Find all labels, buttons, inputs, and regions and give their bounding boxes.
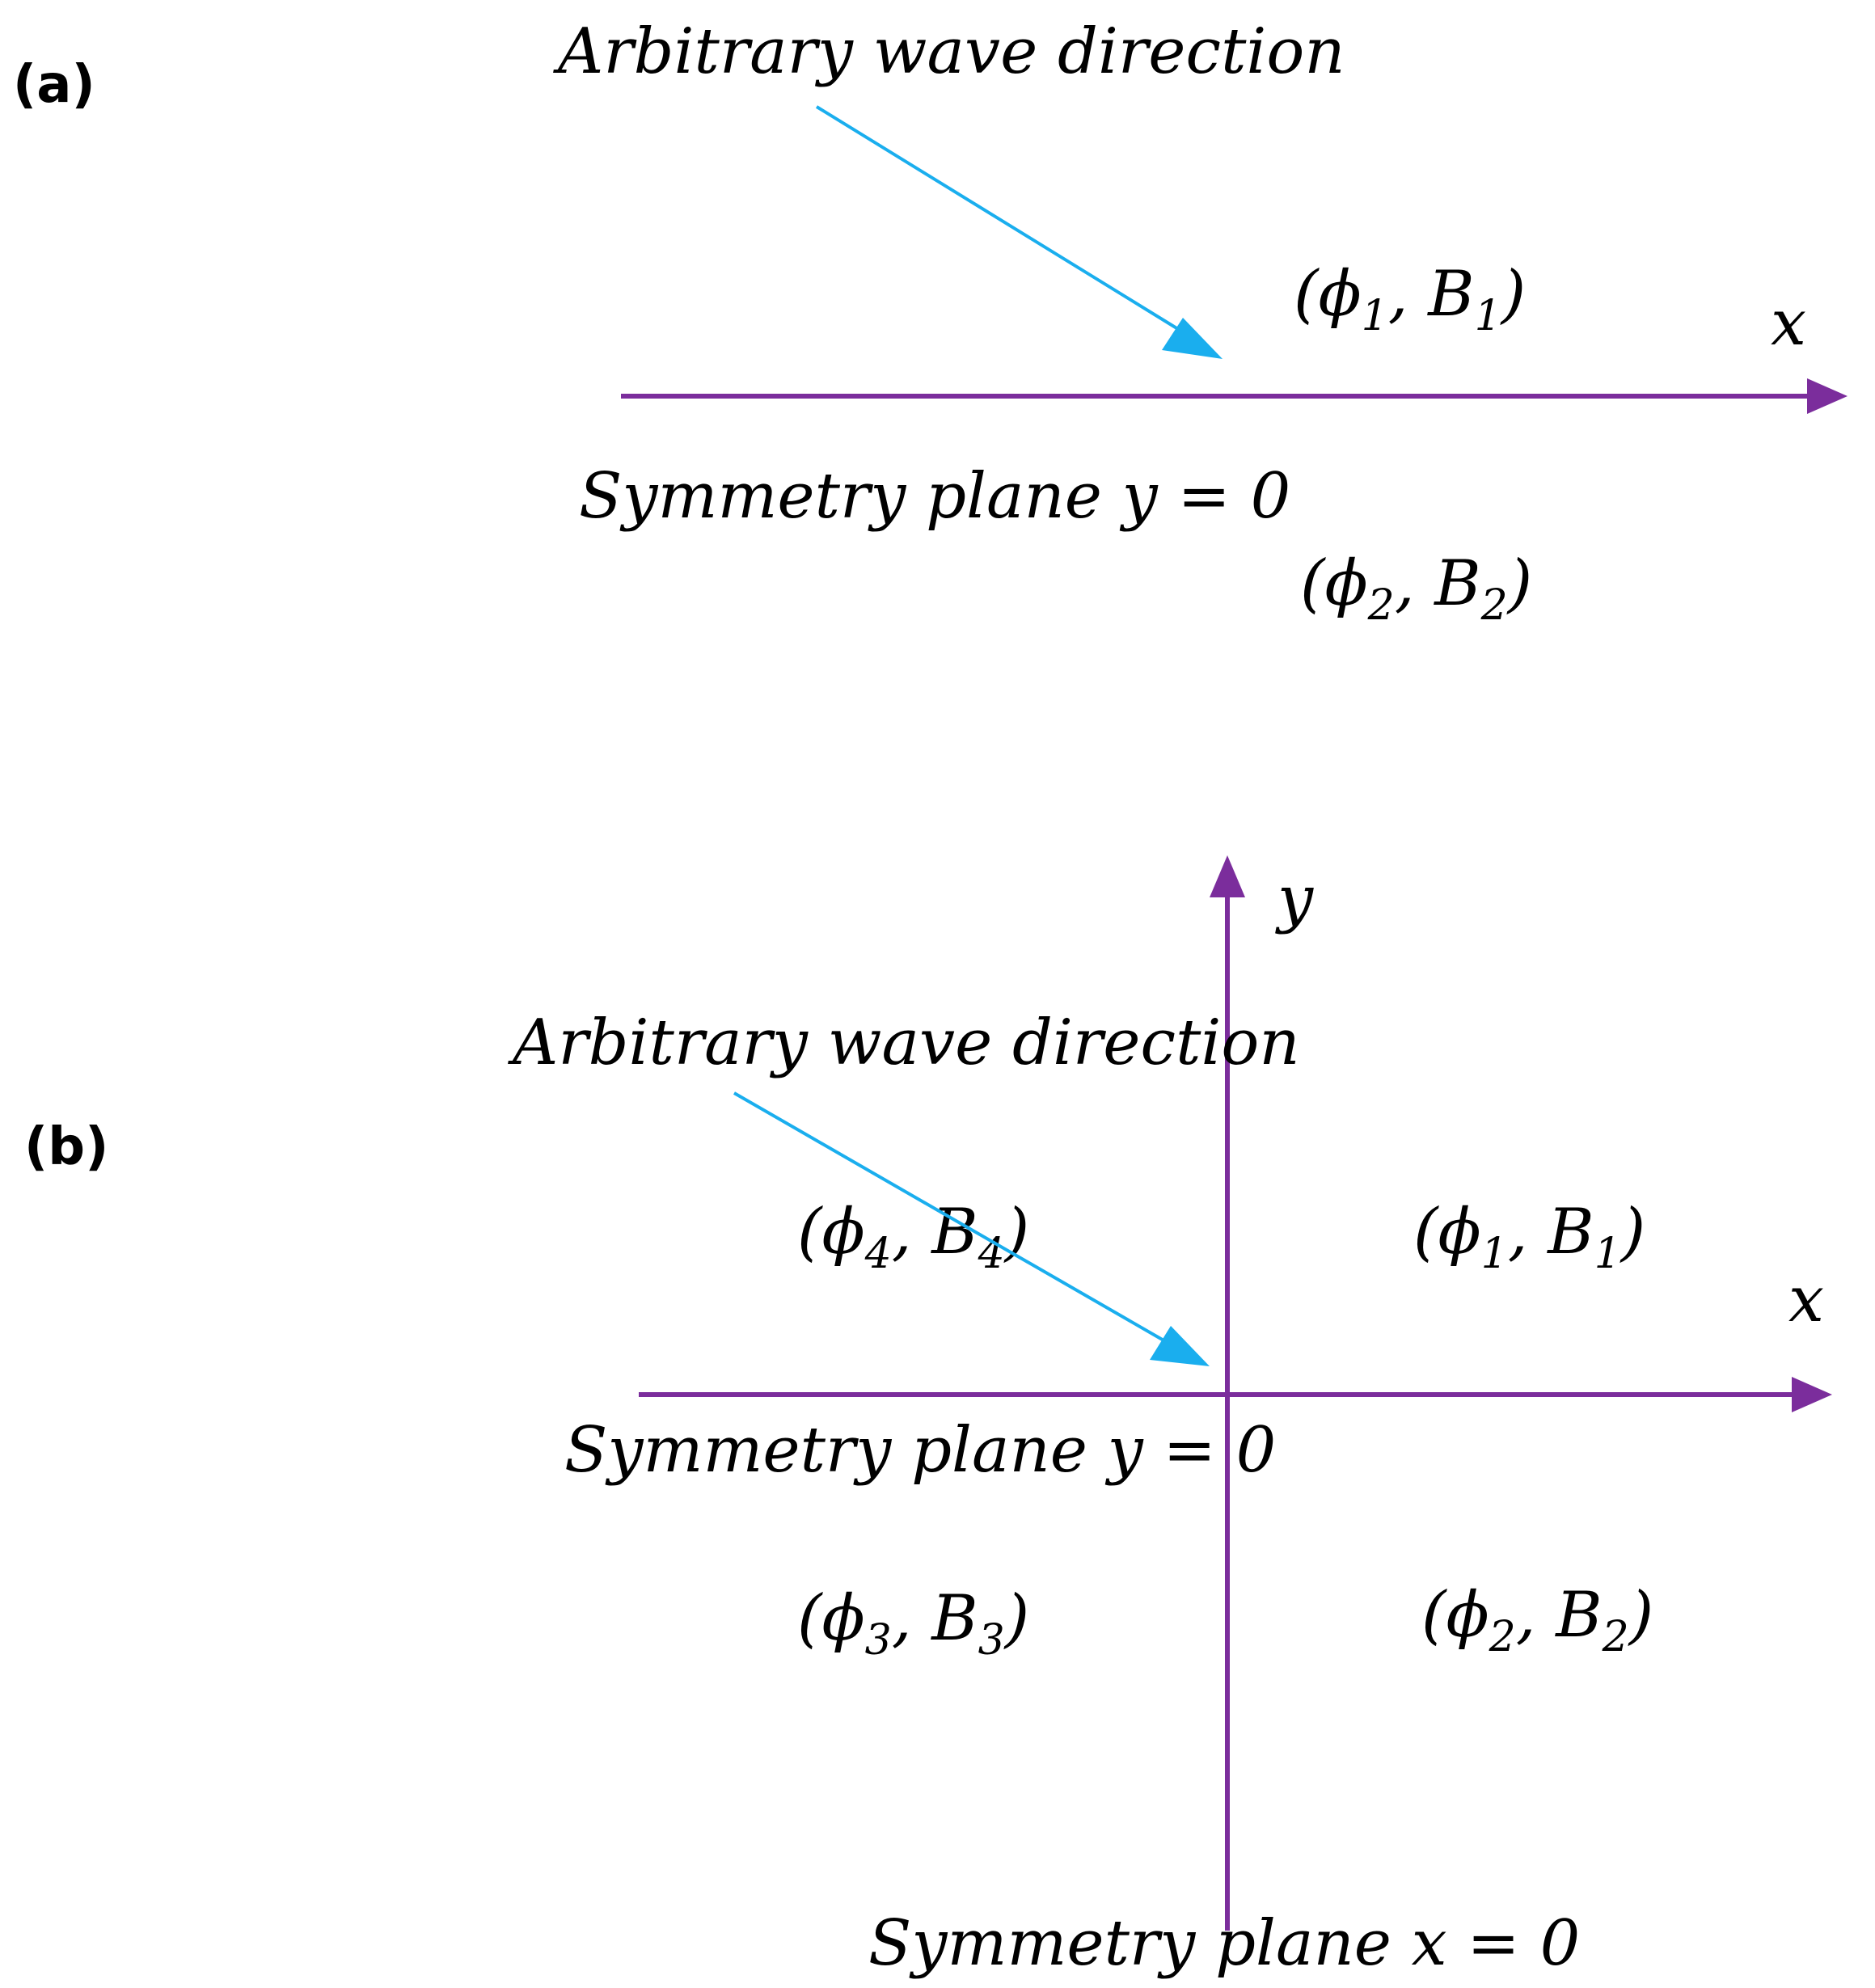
panel-a-region-1: (ϕ1, B1) <box>1294 258 1526 340</box>
panel-a-x-axis-arrowhead <box>1807 378 1848 414</box>
panel-a-wave-arrowhead <box>1162 318 1223 359</box>
panel-a-label: (a) <box>13 55 95 115</box>
panel-a-region-2: (ϕ2, B2) <box>1300 547 1532 630</box>
panel-a: (a) Arbitrary wave direction (ϕ1, B1) x … <box>13 15 1848 630</box>
panel-b: (b) y Arbitrary wave direction (ϕ4, B4) … <box>24 855 1832 1980</box>
panel-a-x-axis-label: x <box>1771 287 1806 360</box>
panel-b-wave-label: Arbitrary wave direction <box>508 1007 1300 1079</box>
panel-b-region-4: (ϕ4, B4) <box>797 1196 1029 1278</box>
panel-b-x-axis-label: x <box>1788 1264 1824 1336</box>
panel-b-wave-arrow <box>733 1091 1172 1346</box>
panel-b-symmetry-y-label: Symmetry plane y = 0 <box>564 1414 1276 1487</box>
panel-a-symmetry-label: Symmetry plane y = 0 <box>579 460 1290 533</box>
panel-b-wave-arrowhead <box>1150 1326 1210 1366</box>
panel-b-region-3: (ϕ3, B3) <box>797 1582 1029 1665</box>
panel-a-wave-arrow <box>815 105 1190 337</box>
panel-b-region-2: (ϕ2, B2) <box>1421 1579 1653 1661</box>
panel-b-y-axis-label: y <box>1275 863 1314 935</box>
panel-b-label: (b) <box>24 1117 108 1177</box>
panel-a-wave-label: Arbitrary wave direction <box>553 15 1345 88</box>
panel-b-region-1: (ϕ1, B1) <box>1413 1196 1645 1278</box>
panel-b-x-axis-arrowhead <box>1792 1377 1832 1412</box>
panel-b-y-axis-arrowhead <box>1210 855 1245 897</box>
panel-b-symmetry-x-label: Symmetry plane x = 0 <box>868 1907 1580 1980</box>
